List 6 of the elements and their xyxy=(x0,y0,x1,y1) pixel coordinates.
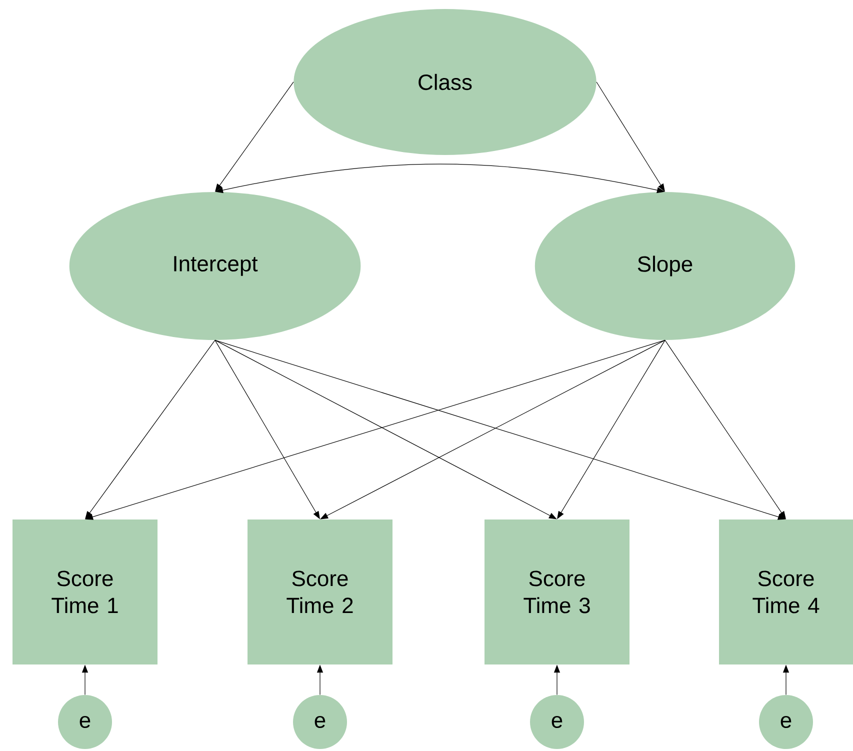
observed-box: Score Time 2 xyxy=(248,519,392,664)
arrow xyxy=(320,340,666,520)
observed-box: Score Time 1 xyxy=(12,519,158,664)
observed-box: Score Time 4 xyxy=(719,519,853,664)
observed-box: Score Time 3 xyxy=(484,519,630,664)
arrow xyxy=(214,340,557,520)
